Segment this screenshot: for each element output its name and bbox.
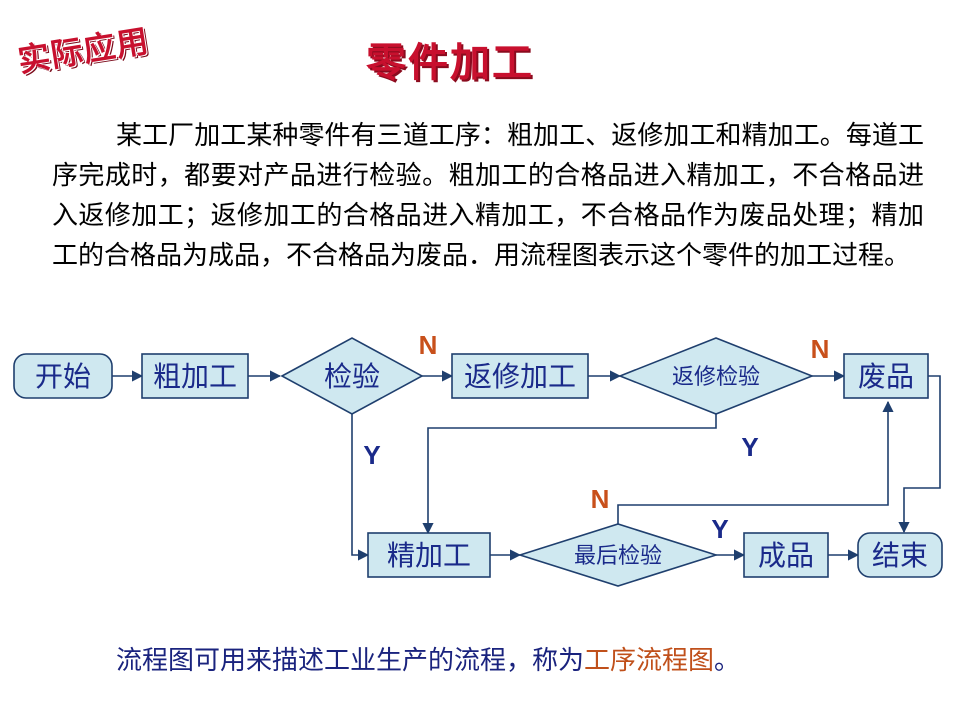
- caption: 流程图可用来描述工业生产的流程，称为工序流程图。: [116, 640, 740, 677]
- label-start: 开始: [35, 360, 91, 393]
- edge-repairinspect-fine: [422, 410, 717, 535]
- node-labels: 开始 粗加工 检验 返修加工 返修检验 废品 精加工 最后检验 成品 结束: [35, 360, 928, 572]
- node-repair: [451, 353, 589, 399]
- edge-label-final-no: N: [591, 484, 610, 514]
- caption-suffix: 。: [714, 646, 741, 676]
- node-inspect: [280, 337, 424, 415]
- connectors: [112, 370, 941, 561]
- edge-inspect-fine: [351, 412, 370, 561]
- label-repair: 返修加工: [464, 360, 576, 393]
- node-fine: [367, 532, 491, 578]
- label-fine: 精加工: [387, 539, 471, 572]
- edge-label-final-yes: Y: [711, 514, 728, 544]
- edge-label-repair-no: N: [811, 334, 830, 364]
- edge-scrap-end: [898, 375, 941, 534]
- caption-highlight: 工序流程图: [584, 646, 715, 676]
- page-title: 零件加工: [366, 40, 534, 86]
- label-repair-inspect: 返修检验: [672, 365, 760, 390]
- node-end: [857, 532, 943, 578]
- node-scrap: [843, 353, 929, 399]
- node-product: [743, 532, 829, 578]
- label-inspect: 检验: [324, 360, 380, 393]
- edge-labels: N Y N Y N Y: [363, 330, 829, 544]
- caption-prefix: 流程图可用来描述工业生产的流程，称为: [116, 646, 585, 676]
- label-final-inspect: 最后检验: [574, 544, 662, 569]
- label-scrap: 废品: [858, 360, 914, 393]
- node-repair-inspect: [617, 337, 815, 415]
- label-end: 结束: [872, 539, 928, 572]
- edge-label-inspect-yes: Y: [363, 440, 380, 470]
- problem-text: 某工厂加工某种零件有三道工序：粗加工、返修加工和精加工。每道工序完成时，都要对产…: [52, 121, 924, 271]
- nodes: [13, 337, 943, 587]
- node-start: [13, 353, 113, 399]
- edge-label-inspect-no: N: [419, 330, 438, 360]
- edge-finalinspect-scrap: [617, 400, 894, 524]
- node-rough: [141, 353, 249, 399]
- edge-label-repair-yes: Y: [741, 432, 758, 462]
- label-product: 成品: [758, 539, 814, 572]
- label-rough: 粗加工: [153, 360, 237, 393]
- node-final-inspect: [517, 523, 719, 587]
